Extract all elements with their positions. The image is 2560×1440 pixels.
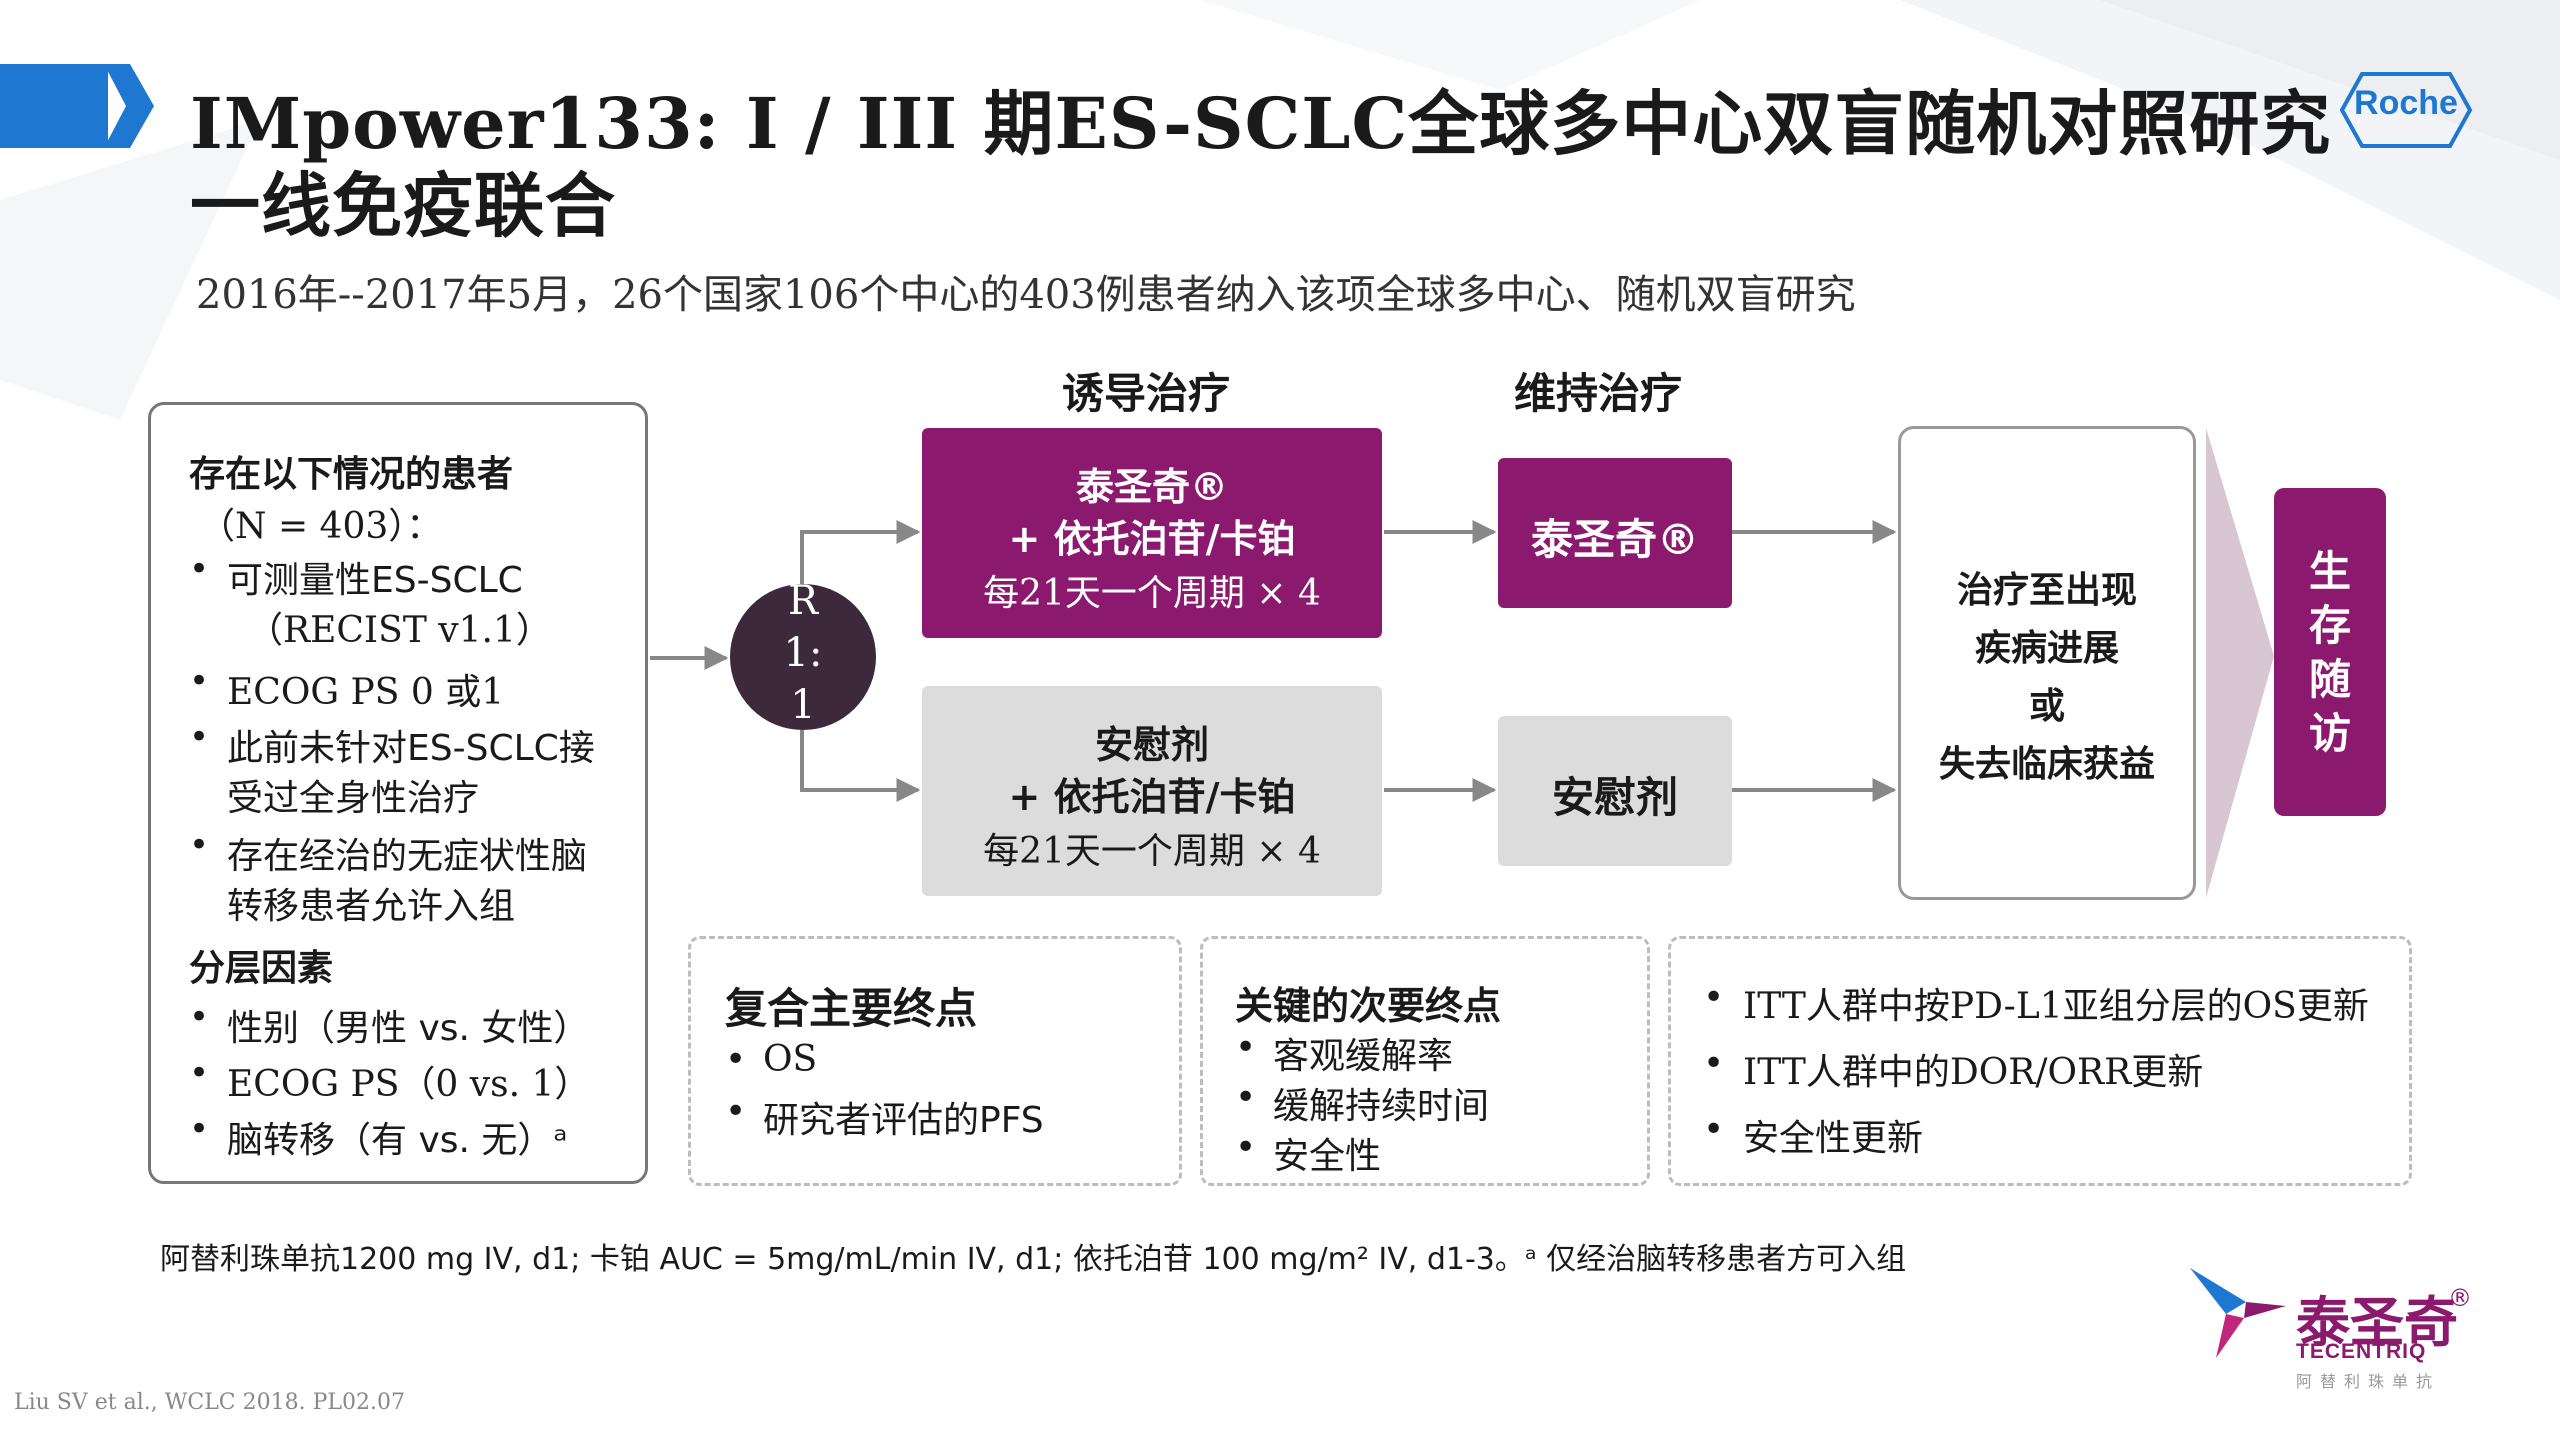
secondary-endpoints-heading: 关键的次要终点 [1235, 984, 1502, 1028]
treatment-until-box: 治疗至出现 疾病进展 或 失去临床获益 [1898, 426, 2196, 900]
bullet-icon: • [189, 661, 210, 701]
arm-combo: + 依托泊苷/卡铂 [1008, 517, 1296, 561]
bullet-icon: • [1235, 1027, 1257, 1068]
page-title: IMpower133: I / III 期ES-SCLC全球多中心双盲随机对照研… [190, 82, 2332, 165]
primary-endpoints-box: 复合主要终点 • OS • 研究者评估的PFS [688, 936, 1182, 1186]
eligibility-n: （N = 403）： [199, 506, 443, 547]
brand-name-en: TECENTRIQ [2296, 1340, 2427, 1363]
bullet-icon: • [189, 1053, 210, 1093]
bullet-icon: • [189, 997, 210, 1037]
bullet-icon: • [1703, 1043, 1725, 1084]
bullet-icon: • [189, 1109, 210, 1149]
arm-cycle: 每21天一个周期 × 4 [983, 573, 1321, 614]
eligibility-item-cont: 转移患者允许入组 [227, 886, 516, 927]
induction-box-placebo: 安慰剂 + 依托泊苷/卡铂 每21天一个周期 × 4 [922, 686, 1382, 896]
maint-drug: 安慰剂 [1551, 773, 1678, 822]
eligibility-item: ECOG PS 0 或1 [227, 672, 505, 713]
update-item: 安全性更新 [1743, 1118, 1924, 1159]
endpoint-item: OS [763, 1039, 818, 1080]
eligibility-item: 可测量性ES-SCLC [227, 560, 523, 601]
eligibility-item-cont: （RECIST v1.1） [247, 610, 552, 651]
bullet-icon: • [189, 549, 210, 589]
arm-drug: 安慰剂 [1094, 723, 1209, 767]
updates-box: • ITT人群中按PD-L1亚组分层的OS更新 • ITT人群中的DOR/ORR… [1668, 936, 2412, 1186]
maintenance-box-atezolizumab: 泰圣奇® [1498, 458, 1732, 608]
strat-item: 性别（男性 vs. 女性） [227, 1008, 590, 1049]
endpoint-item: 安全性 [1273, 1136, 1382, 1177]
secondary-endpoints-box: 关键的次要终点 • 客观缓解率 • 缓解持续时间 • 安全性 [1200, 936, 1650, 1186]
survival-followup-box: 生 存 随 访 [2274, 488, 2386, 816]
outcome-line: 或 [2028, 686, 2065, 727]
bullet-icon: • [725, 1039, 747, 1080]
maint-drug: 泰圣奇® [1530, 515, 1699, 564]
survival-char: 生 [2308, 547, 2351, 596]
brand-generic-name: 阿替利珠单抗 [2296, 1372, 2441, 1391]
randomization-ratio: 1 [790, 682, 816, 728]
brand-name-cn: 泰圣奇 [2296, 1291, 2458, 1354]
stage-induction: 诱导治疗 [1062, 369, 1231, 418]
arm-cycle: 每21天一个周期 × 4 [983, 831, 1321, 872]
strat-item: 脑转移（有 vs. 无）ᵃ [227, 1120, 568, 1161]
survival-char: 随 [2308, 655, 2351, 704]
endpoint-item: 研究者评估的PFS [763, 1100, 1044, 1141]
randomization-circle [730, 584, 876, 730]
outcome-line: 疾病进展 [1974, 628, 2119, 669]
roche-logo-icon [2339, 72, 2473, 148]
eligibility-item: 此前未针对ES-SCLC接 [227, 728, 595, 769]
stage-maintenance: 维持治疗 [1514, 369, 1683, 418]
bullet-icon: • [1703, 977, 1725, 1018]
randomization-r: R [787, 578, 819, 624]
update-item: ITT人群中按PD-L1亚组分层的OS更新 [1743, 986, 2369, 1027]
title-chevron-icon [104, 64, 154, 148]
roche-logo-text: Roche [2354, 84, 2458, 122]
survival-char: 存 [2308, 601, 2351, 650]
bullet-icon: • [1703, 1109, 1725, 1150]
stratification-heading: 分层因素 [189, 948, 334, 989]
primary-endpoints-heading: 复合主要终点 [725, 984, 978, 1033]
outcome-line: 失去临床获益 [1938, 744, 2155, 785]
eligibility-box: 存在以下情况的患者 （N = 403）： • 可测量性ES-SCLC （RECI… [148, 402, 648, 1184]
randomization-ratio: 1: [783, 630, 823, 676]
update-item: ITT人群中的DOR/ORR更新 [1743, 1052, 2204, 1093]
survival-char: 访 [2308, 709, 2351, 758]
citation: Liu SV et al., WCLC 2018. PL02.07 [14, 1390, 405, 1415]
outcome-line: 治疗至出现 [1956, 570, 2137, 611]
bullet-icon: • [1235, 1127, 1257, 1168]
tecentriq-star-icon [2190, 1268, 2286, 1358]
strat-item: ECOG PS（0 vs. 1） [227, 1064, 591, 1105]
title-accent-bar [0, 64, 108, 148]
bullet-icon: • [1235, 1077, 1257, 1118]
bullet-icon: • [189, 825, 210, 865]
dosing-footnote: 阿替利珠单抗1200 mg IV, d1; 卡铂 AUC = 5mg/mL/mi… [160, 1242, 1907, 1277]
endpoint-item: 客观缓解率 [1273, 1036, 1454, 1077]
page-title-line2: 一线免疫联合 [190, 164, 616, 247]
bullet-icon: • [725, 1091, 747, 1132]
arm-combo: + 依托泊苷/卡铂 [1008, 775, 1296, 819]
endpoint-item: 缓解持续时间 [1273, 1086, 1490, 1127]
bullet-icon: • [189, 717, 210, 757]
eligibility-item: 存在经治的无症状性脑 [227, 836, 588, 877]
eligibility-heading: 存在以下情况的患者 [189, 454, 514, 495]
subtitle: 2016年--2017年5月，26个国家106个中心的403例患者纳入该项全球多… [196, 272, 1856, 318]
eligibility-item-cont: 受过全身性治疗 [227, 778, 480, 819]
arm-drug: 泰圣奇® [1075, 465, 1228, 509]
induction-box-atezolizumab: 泰圣奇® + 依托泊苷/卡铂 每21天一个周期 × 4 [922, 428, 1382, 638]
maintenance-box-placebo: 安慰剂 [1498, 716, 1732, 866]
brand-registered-mark: ® [2448, 1284, 2472, 1312]
